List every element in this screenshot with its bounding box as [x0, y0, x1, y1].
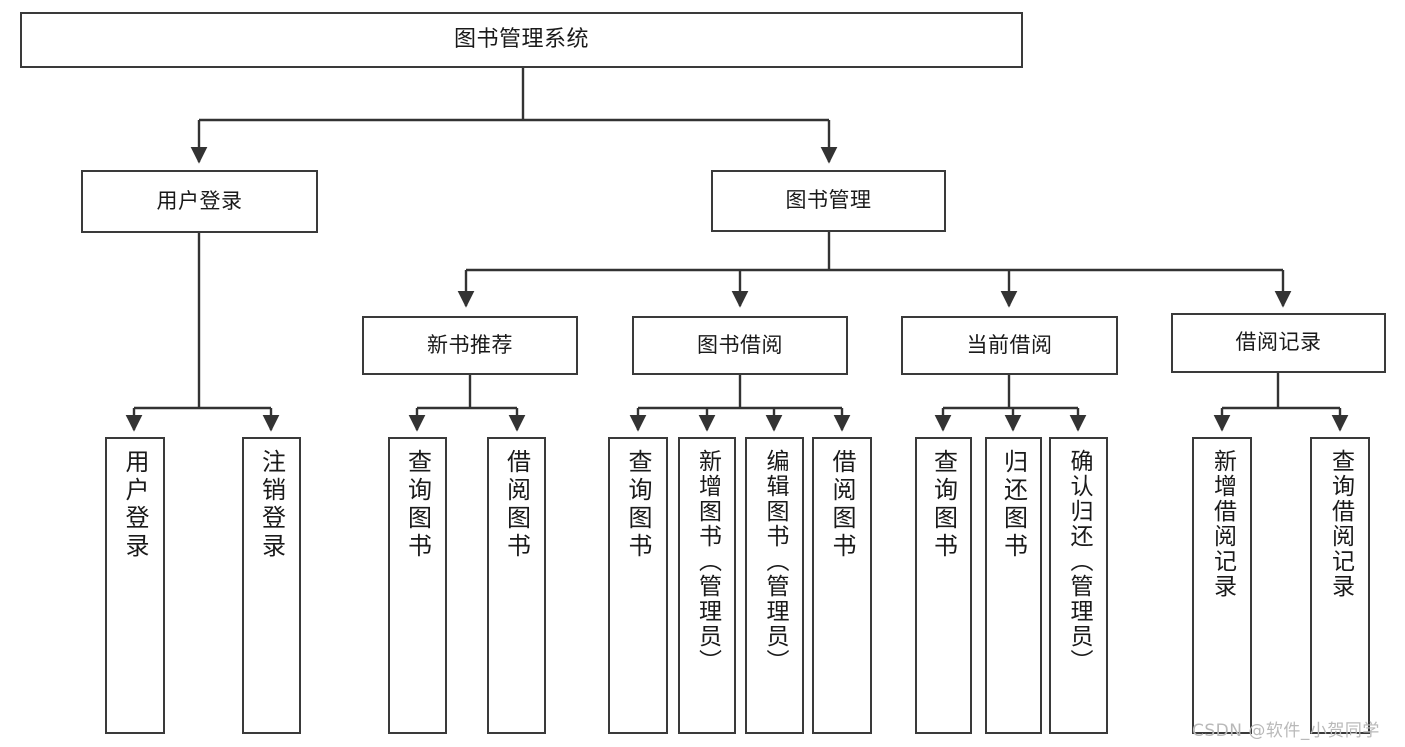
node-label: 归还图书	[999, 449, 1028, 561]
leaf-query-book-recommend[interactable]: 查询图书	[388, 437, 447, 734]
node-label: 新书推荐	[427, 332, 513, 357]
node-label: 用户登录	[156, 188, 243, 213]
node-label: 注销登录	[257, 449, 286, 561]
leaf-user-login[interactable]: 用户登录	[105, 437, 165, 734]
node-label: 借阅图书	[502, 449, 531, 561]
node-label: 新增图书（管理员）	[694, 449, 721, 674]
node-book-manage[interactable]: 图书管理	[711, 170, 946, 232]
leaf-return-book[interactable]: 归还图书	[985, 437, 1042, 734]
node-new-book-recommend[interactable]: 新书推荐	[362, 316, 578, 375]
node-label: 当前借阅	[966, 332, 1053, 357]
node-current-borrow[interactable]: 当前借阅	[901, 316, 1118, 375]
node-label: 借阅记录	[1235, 330, 1322, 355]
node-borrow-record[interactable]: 借阅记录	[1171, 313, 1386, 373]
node-label: 借阅图书	[828, 449, 856, 561]
node-label: 查询图书	[403, 449, 432, 561]
node-user-login[interactable]: 用户登录	[81, 170, 318, 233]
node-label: 新增借阅记录	[1209, 449, 1236, 599]
node-label: 图书管理	[785, 188, 872, 213]
leaf-query-book-borrow[interactable]: 查询图书	[608, 437, 668, 734]
node-root-book-management-system[interactable]: 图书管理系统	[20, 12, 1023, 68]
node-label: 用户登录	[121, 449, 149, 561]
node-label: 查询图书	[929, 449, 958, 561]
leaf-borrow-book[interactable]: 借阅图书	[812, 437, 872, 734]
node-label: 图书管理系统	[453, 26, 589, 52]
node-book-borrow[interactable]: 图书借阅	[632, 316, 848, 375]
leaf-add-book[interactable]: 新增图书（管理员）	[678, 437, 736, 734]
leaf-borrow-book-recommend[interactable]: 借阅图书	[487, 437, 546, 734]
leaf-user-logout[interactable]: 注销登录	[242, 437, 301, 734]
node-label: 查询借阅记录	[1327, 449, 1354, 599]
leaf-confirm-return[interactable]: 确认归还（管理员）	[1049, 437, 1108, 734]
node-label: 确认归还（管理员）	[1066, 449, 1092, 674]
leaf-query-book-current[interactable]: 查询图书	[915, 437, 972, 734]
leaf-add-borrow-record[interactable]: 新增借阅记录	[1192, 437, 1252, 734]
node-label: 编辑图书（管理员）	[762, 449, 788, 674]
csdn-watermark: CSDN @软件_小贺同学	[1192, 721, 1380, 741]
node-label: 查询图书	[624, 449, 652, 561]
leaf-query-borrow-record[interactable]: 查询借阅记录	[1310, 437, 1370, 734]
node-label: 图书借阅	[697, 332, 783, 357]
leaf-edit-book[interactable]: 编辑图书（管理员）	[745, 437, 804, 734]
